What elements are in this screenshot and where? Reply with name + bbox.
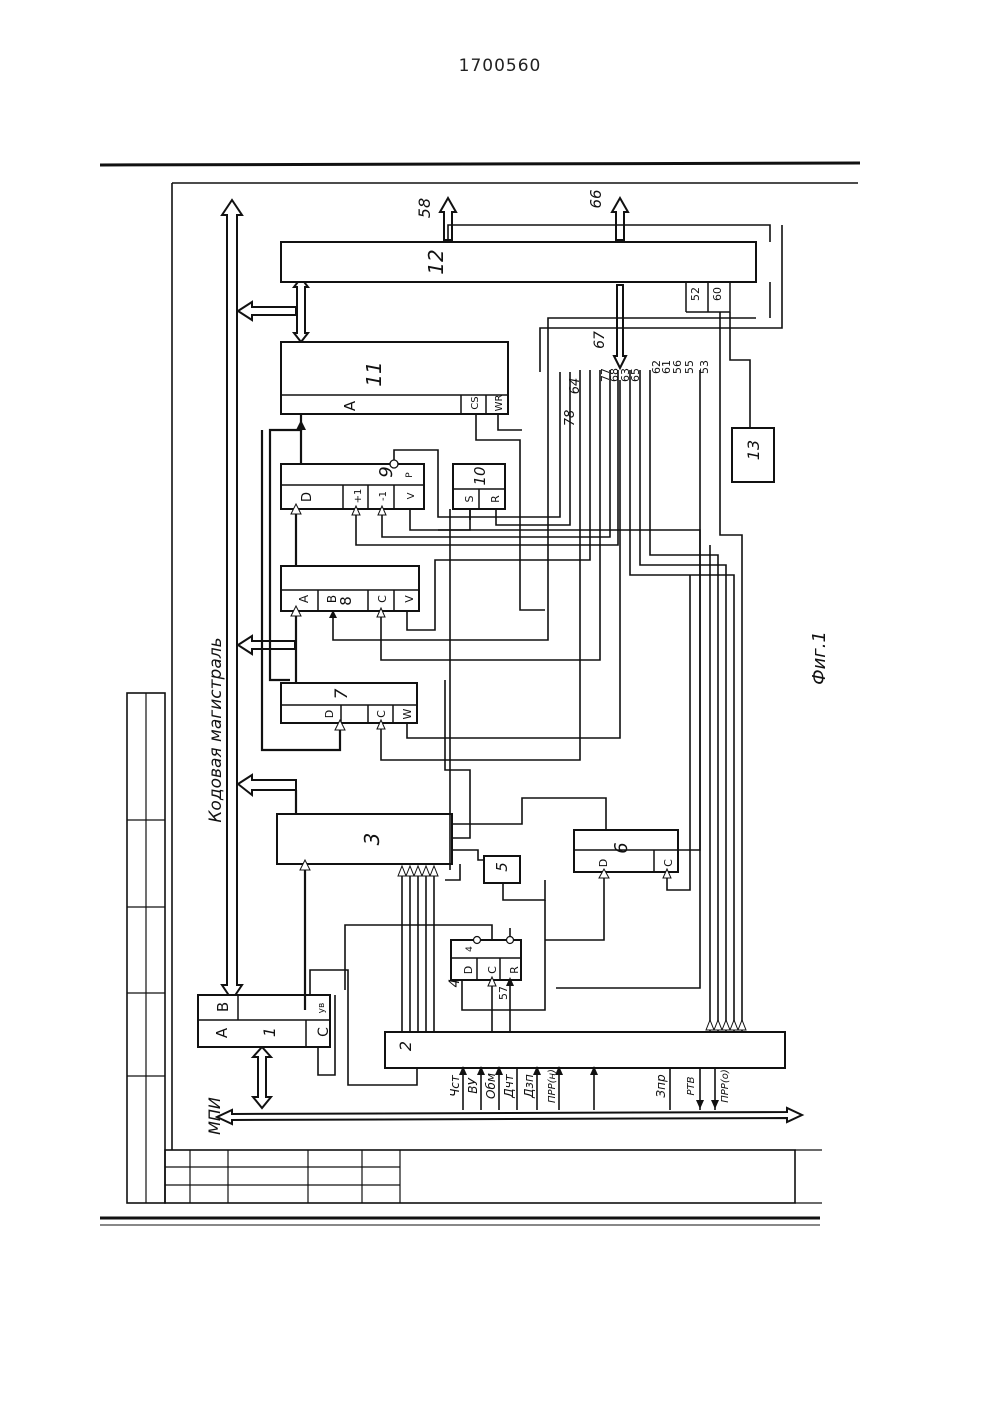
block-11-label: 11 [362,361,386,386]
pin-8-C: C [376,595,389,603]
mpi-bus-arrow [217,1108,802,1124]
pin-11-WR: WR [494,395,505,412]
pin-12-52: 52 [689,287,702,301]
pin-4-D: D [462,966,475,974]
pin-12-60: 60 [711,287,724,301]
pin-9-D: D [300,492,315,502]
pin-1-A: A [213,1027,231,1038]
block-12: 12 52 60 [281,242,756,312]
sig-prr-n: ПРР(н) [547,1069,558,1103]
block-1: B A 1 C ув [198,995,332,1047]
line-66: 66 [587,189,605,208]
pin-8-V: V [403,595,416,603]
pin-1-C: C [316,1027,332,1037]
line-53: 53 [698,360,711,374]
pin-6-D: D [597,859,610,867]
block-13-label: 13 [744,440,763,460]
line-57: 57 [497,986,510,1000]
block-7-label: 7 [332,688,352,699]
line-67: 67 [592,331,608,349]
pin-1-ub: ув [317,1003,327,1014]
block-8-label: 8 [337,596,355,606]
pin-7-D: D [323,710,336,718]
pin-8-B: B [325,595,339,603]
pin-4-R: R [508,966,521,974]
line-65: 65 [629,368,642,382]
block-8: 8 A B C V [281,566,419,611]
block-2: 2 [385,1032,785,1068]
block-3: 3 [277,814,452,864]
pin-9-V: V [406,492,417,499]
block-1-label: 1 [260,1027,279,1037]
pin-1-B: B [214,1002,232,1012]
figure-caption: Фиг.1 [809,631,830,685]
block-9: 9 D +1 -1 V P [281,460,424,509]
block-13: 13 [732,428,774,482]
pin-9-dec: -1 [378,491,389,501]
block-6: 6 D C [574,830,678,872]
sig-dcht: Дчт [502,1073,516,1098]
pin-7-W: W [401,708,414,719]
pin-8-A: A [297,594,311,603]
sig-zpr: Зпр [654,1074,668,1098]
sig-rtv: РТВ [686,1076,697,1095]
block-7: 7 D C W [281,683,417,723]
code-bus-label: Кодовая магистраль [206,637,226,822]
block-2-label: 2 [396,1041,415,1051]
block-6-label: 6 [611,842,632,853]
pin-11-CS: CS [470,396,481,409]
block-12-label: 12 [424,249,448,274]
pin-9-inc: +1 [353,489,364,504]
line-55: 55 [683,360,696,374]
sig-obm: Обм [484,1073,498,1099]
sig-prr-o: ПРР(о) [720,1069,731,1103]
pin-7-C: C [375,710,388,718]
block-11: 11 A CS WR [281,342,508,414]
pin-4-C: C [486,966,499,974]
pin-6-C: C [662,859,675,867]
line-58: 58 [415,198,434,218]
mpi-label: МПИ [205,1097,224,1135]
sig-vu: ВУ [466,1078,480,1094]
sig-dzp: Дзп [522,1074,536,1099]
line-64: 64 [568,378,583,395]
pin-4-num: 4 [465,946,475,952]
pin-10-R: R [489,495,502,503]
block-10-label: 10 [471,466,489,485]
block-5-label: 5 [493,862,511,872]
block-4-label: 4 [447,979,463,988]
block-10: 10 S R [453,464,505,509]
pin-10-S: S [463,495,476,502]
block-3-label: 3 [360,833,384,846]
block-5: 5 [484,856,520,883]
pin-11-A: A [341,400,359,411]
pin-9-P: P [405,472,415,478]
code-bus-arrow [222,200,242,1000]
sig-chst: Чст [448,1074,462,1097]
line-78: 78 [563,410,578,427]
